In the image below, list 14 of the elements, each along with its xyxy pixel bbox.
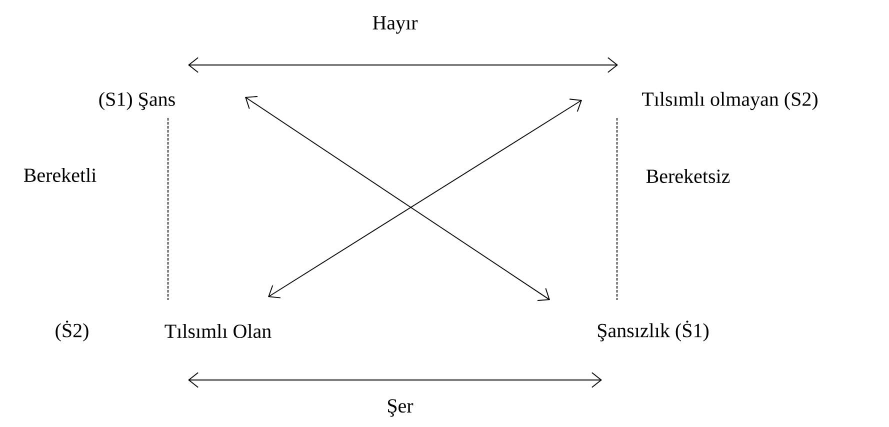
double-arrow	[188, 372, 602, 388]
edge-label: Hayır	[370, 14, 420, 36]
term-code: (Ṡ2)	[56, 320, 88, 342]
double-arrow	[245, 96, 550, 301]
term-label: Tılsımlı olmayan (S2)	[642, 92, 818, 110]
double-arrow	[188, 57, 618, 73]
term-label: Şansızlık (Ṡ1)	[598, 320, 708, 342]
edge-label: Şer	[385, 398, 415, 418]
edge-label: Bereketli	[22, 166, 98, 184]
edge-label: Bereketsiz	[644, 168, 732, 184]
term-label: Tılsımlı Olan	[164, 324, 272, 338]
dashed-line	[616, 118, 618, 300]
term-label: (S1) Şans	[99, 92, 175, 110]
double-arrow	[268, 98, 582, 298]
